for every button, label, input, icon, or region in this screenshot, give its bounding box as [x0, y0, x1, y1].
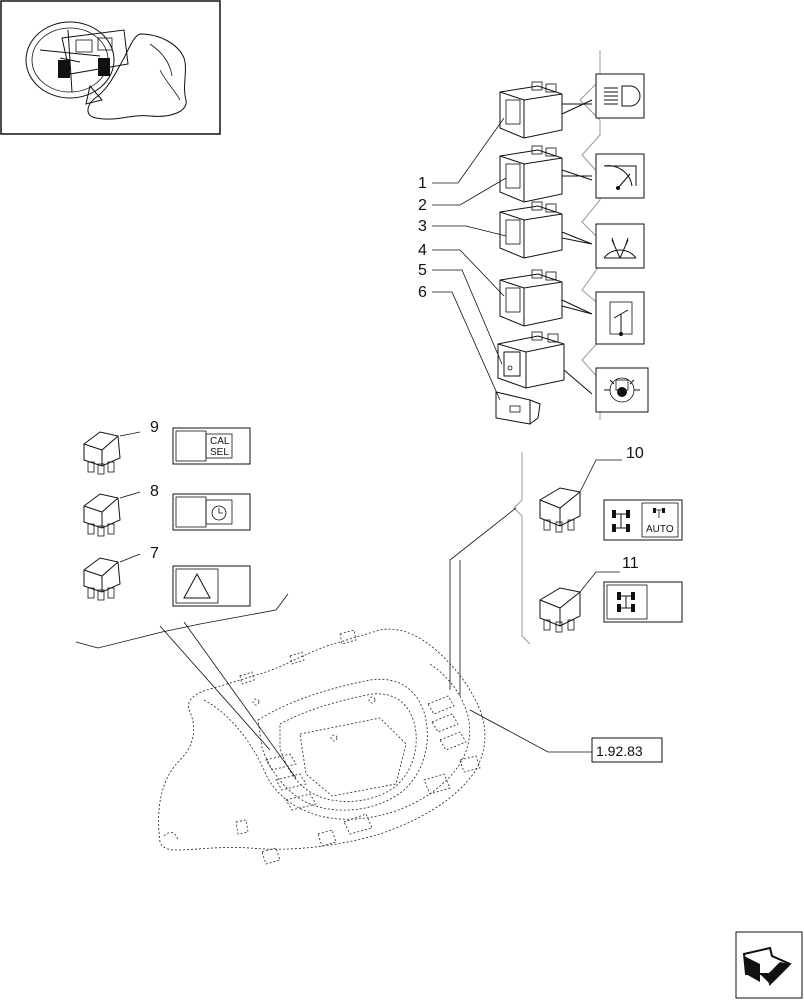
callout-7: 7 [150, 545, 159, 562]
console-outline [75, 507, 592, 865]
symbol-box-rear-wiper [595, 291, 645, 345]
callout-10: 10 [626, 445, 644, 462]
symbol-box-diff-lock [603, 581, 683, 623]
callout-2: 2 [418, 197, 427, 214]
callout-3: 3 [418, 218, 427, 235]
sel-label: SEL [210, 447, 229, 458]
dashboard-thumbnail[interactable] [0, 0, 221, 135]
switch-3-washer[interactable] [499, 201, 593, 259]
page-reference[interactable]: 1.92.83 [591, 737, 663, 763]
page-reference-label: 1.92.83 [596, 743, 643, 759]
switch-11-diff-lock[interactable] [539, 587, 581, 633]
symbol-box-headlight [595, 73, 645, 119]
cal-label: CAL [210, 436, 230, 447]
callout-11: 11 [622, 555, 639, 572]
switch-9-cal-sel[interactable] [83, 431, 121, 475]
left-switch-group: 9 CAL SEL 8 [83, 419, 251, 607]
symbol-box-hazard [172, 565, 251, 607]
symbol-box-wiper [595, 153, 645, 199]
four-wheel-drive-auto-icon: AUTO [646, 508, 674, 535]
symbol-box-beacon [595, 367, 649, 413]
differential-lock-icon [617, 592, 635, 612]
auto-label: AUTO [646, 524, 674, 535]
callout-9: 9 [150, 419, 159, 436]
wiper-rear-icon [609, 301, 633, 336]
callout-8: 8 [150, 483, 159, 500]
callout-6: 6 [418, 284, 427, 301]
switch-2-wiper[interactable] [499, 145, 593, 203]
right-switch-group: 10 AUTO [513, 445, 683, 645]
next-page-arrow-icon [742, 946, 792, 987]
symbol-box-4wd: AUTO [603, 499, 683, 541]
next-page-button[interactable] [735, 931, 803, 999]
symbol-box-clock [172, 493, 251, 531]
switch-8-clock[interactable] [83, 493, 121, 537]
upper-switch-group: 1 2 3 4 5 6 [418, 50, 649, 425]
washer-icon [603, 237, 637, 259]
switch-10-4wd-auto[interactable] [539, 487, 581, 533]
callout-5: 5 [418, 262, 427, 279]
symbol-box-washer [595, 223, 645, 269]
switch-7-hazard[interactable] [83, 557, 121, 601]
switch-5-beacon[interactable] [497, 331, 593, 395]
hazard-triangle-icon [183, 572, 211, 599]
headlight-icon [604, 85, 641, 107]
clock-icon [211, 505, 227, 521]
four-wheel-drive-icon [612, 510, 630, 532]
symbol-box-cal-sel: CAL SEL [172, 427, 251, 465]
item-6-cover[interactable] [495, 391, 541, 425]
wiper-front-icon [603, 165, 637, 190]
callout-4: 4 [418, 242, 427, 259]
rotating-beacon-icon [604, 377, 640, 403]
callout-1: 1 [418, 175, 427, 192]
switch-4-rear-wiper[interactable] [499, 269, 593, 327]
switch-1-headlight[interactable] [499, 81, 593, 139]
